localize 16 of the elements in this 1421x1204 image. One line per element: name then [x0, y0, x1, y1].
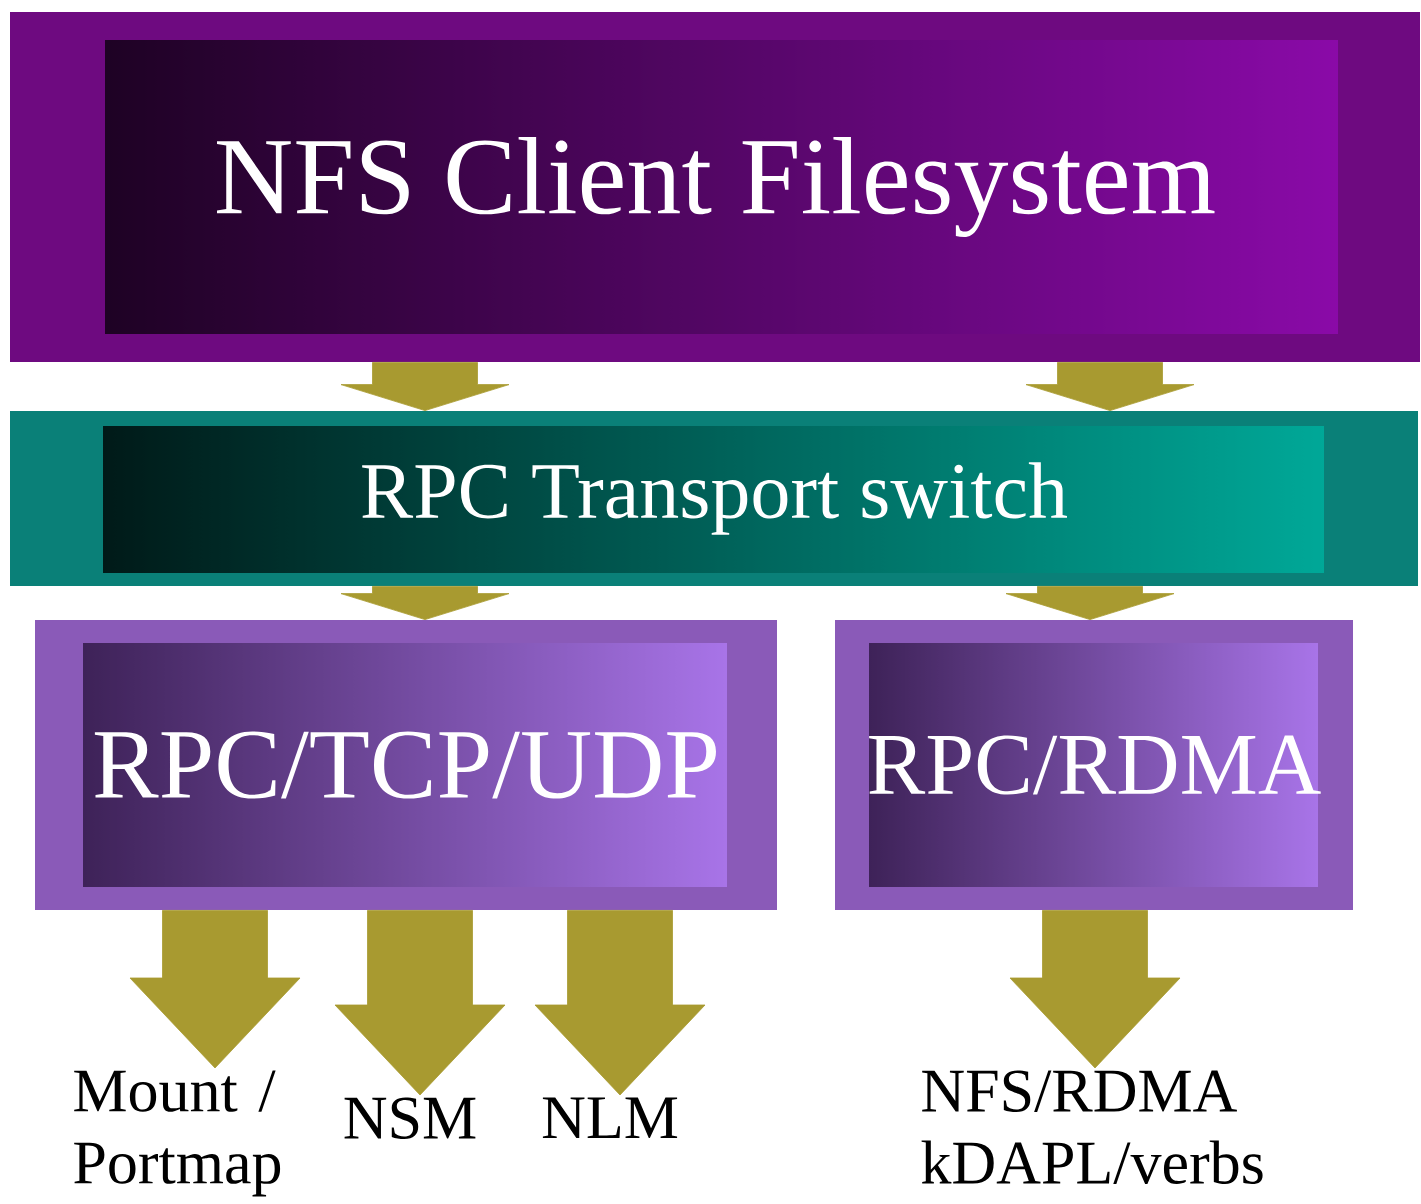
block-arrow	[1009, 910, 1181, 1069]
layer-box: RPC Transport switch	[10, 411, 1418, 586]
protocol-label: NFS/RDMA kDAPL/verbs	[921, 1070, 1263, 1185]
layer-box: RPC/TCP/UDP	[35, 620, 777, 910]
protocol-label: NLM	[542, 1097, 678, 1138]
block-arrow	[340, 362, 510, 411]
block-arrow	[1025, 362, 1195, 411]
layer-box: RPC/RDMA	[835, 620, 1353, 910]
block-arrow	[1005, 586, 1175, 620]
protocol-label: NSM	[344, 1097, 476, 1140]
layer-box: NFS Client Filesystem	[10, 12, 1420, 362]
block-arrow	[334, 910, 506, 1096]
block-arrow	[534, 910, 706, 1096]
block-arrow	[340, 586, 510, 620]
protocol-label: Mount / Portmap	[74, 1070, 281, 1197]
block-arrow	[129, 910, 301, 1069]
